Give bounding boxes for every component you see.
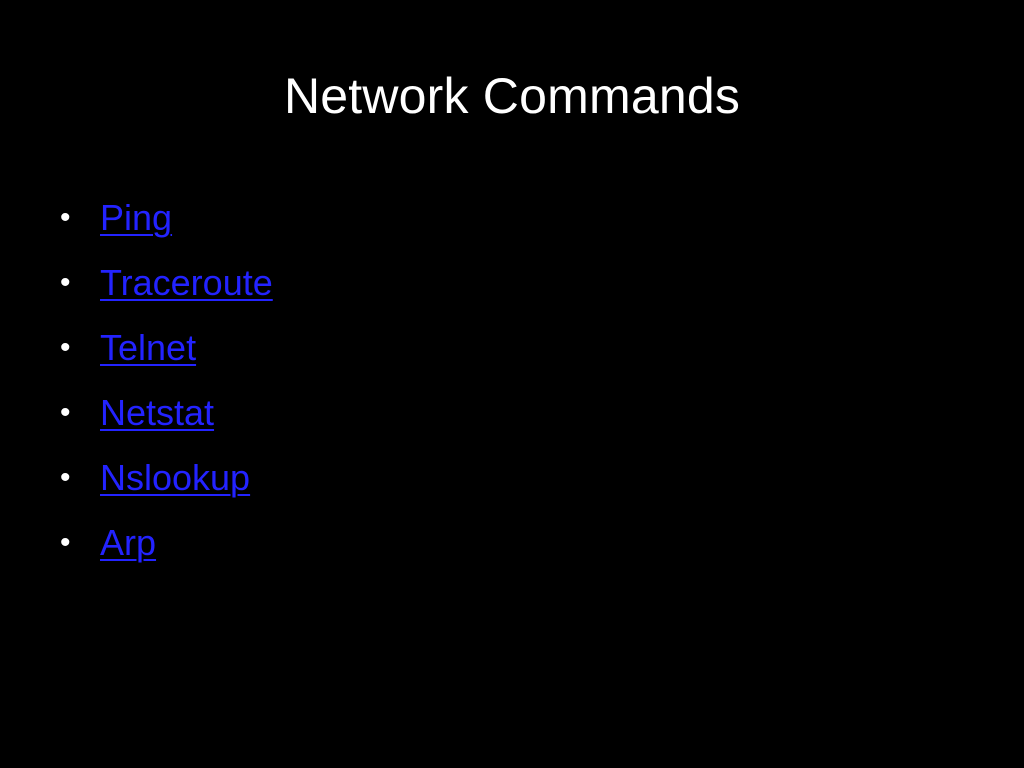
bullet-icon: • (60, 395, 71, 429)
telnet-link[interactable]: Telnet (100, 326, 197, 368)
nslookup-link[interactable]: Nslookup (100, 456, 251, 498)
bullet-icon: • (60, 525, 71, 559)
bullet-icon: • (60, 460, 71, 494)
bullet-icon: • (60, 330, 71, 364)
traceroute-link[interactable]: Traceroute (100, 261, 273, 303)
netstat-link[interactable]: Netstat (100, 391, 215, 433)
list-item: • Netstat (60, 380, 273, 445)
list-item: • Ping (60, 185, 273, 250)
list-item: • Telnet (60, 315, 273, 380)
ping-link[interactable]: Ping (100, 196, 173, 238)
bullet-icon: • (60, 200, 71, 234)
list-item: • Traceroute (60, 250, 273, 315)
bullet-list: • Ping • Traceroute • Telnet • Netstat •… (60, 185, 273, 575)
slide-title: Network Commands (283, 68, 741, 124)
bullet-icon: • (60, 265, 71, 299)
list-item: • Arp (60, 510, 273, 575)
list-item: • Nslookup (60, 445, 273, 510)
arp-link[interactable]: Arp (100, 521, 157, 563)
